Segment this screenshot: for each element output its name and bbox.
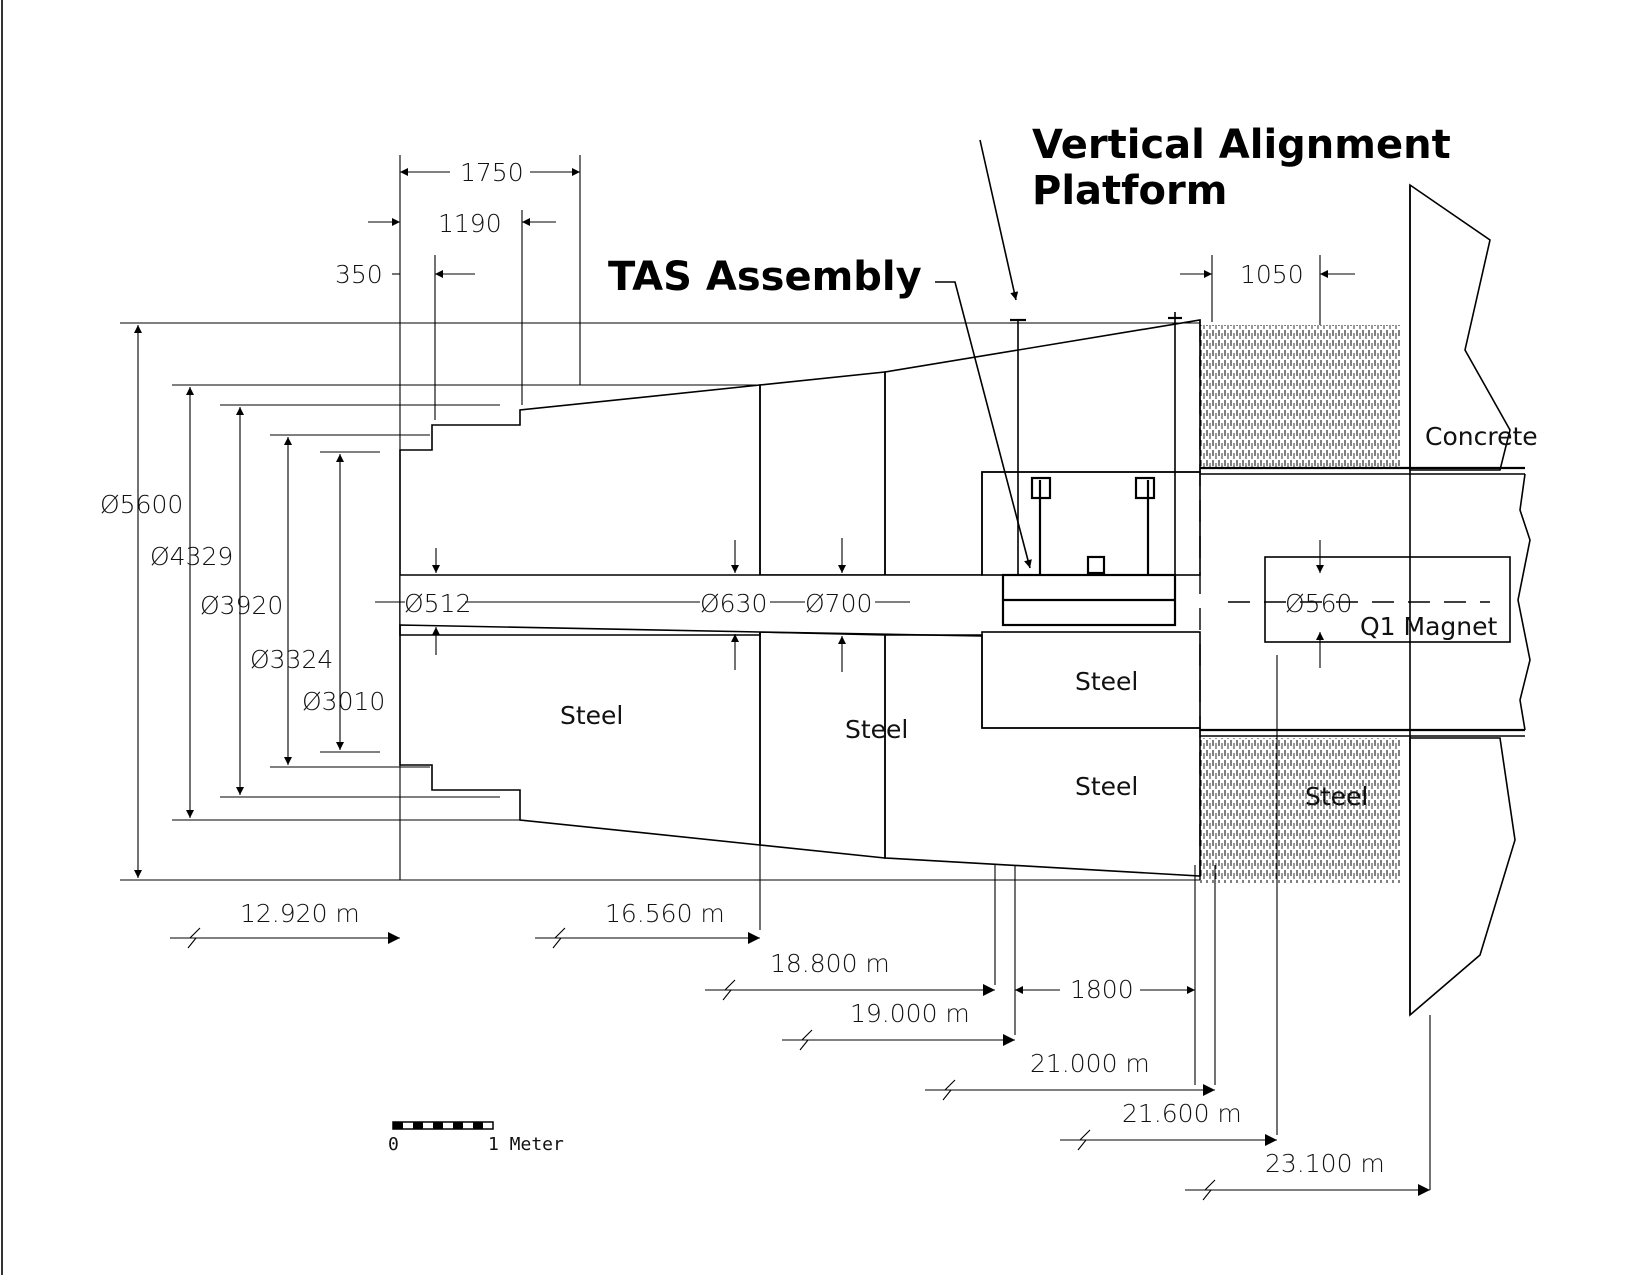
- pos-23100: 23.100 m: [1265, 1149, 1385, 1178]
- dim-1800: 1800: [1070, 975, 1134, 1004]
- dim-350: 350: [335, 260, 383, 289]
- dia-630: Ø630: [700, 589, 767, 618]
- dim-1190: 1190: [438, 209, 502, 238]
- scale-bar: [392, 1121, 494, 1130]
- pos-19000: 19.000 m: [850, 999, 970, 1028]
- dia-4329: Ø4329: [150, 542, 233, 571]
- pos-21600: 21.600 m: [1122, 1099, 1242, 1128]
- label-concrete: Concrete: [1425, 422, 1538, 451]
- label-steel-upstream: Steel: [560, 701, 623, 730]
- pos-21000: 21.000 m: [1030, 1049, 1150, 1078]
- steel-block-upstream-lower: [399, 624, 761, 846]
- dia-5600: Ø5600: [100, 490, 183, 519]
- q1-tunnel-lower-wall: [1200, 738, 1400, 883]
- dim-1750: 1750: [460, 158, 524, 187]
- label-steel-q1-wall: Steel: [1305, 782, 1368, 811]
- callout-tas-assembly: TAS Assembly: [608, 254, 922, 300]
- dia-700: Ø700: [805, 589, 872, 618]
- steel-block-upstream: [399, 384, 761, 636]
- steel-block-downstream-upper: [884, 319, 1201, 576]
- dim-1050: 1050: [1240, 260, 1304, 289]
- scale-meter-label: 1 Meter: [488, 1134, 564, 1155]
- dia-3010: Ø3010: [302, 687, 385, 716]
- label-q1-magnet: Q1 Magnet: [1360, 612, 1498, 641]
- label-steel-middle: Steel: [845, 715, 908, 744]
- q1-tunnel-upper-wall: [1200, 325, 1400, 470]
- concrete-wall-lower: [1409, 737, 1516, 1017]
- pos-16560: 16.560 m: [605, 899, 725, 928]
- dia-3324: Ø3324: [250, 645, 333, 674]
- callout-platform: Platform: [1032, 168, 1227, 214]
- steel-block-middle-lower: [759, 631, 886, 859]
- q1-magnet: [1264, 556, 1511, 643]
- scale-zero-label: 0: [388, 1134, 399, 1155]
- dia-3920: Ø3920: [200, 591, 283, 620]
- beam-bore: [400, 575, 982, 632]
- label-steel-lower: Steel: [1075, 772, 1138, 801]
- tas-dotted-upper: [981, 471, 1201, 576]
- pos-12920: 12.920 m: [240, 899, 360, 928]
- dia-512: Ø512: [404, 589, 471, 618]
- steel-block-middle: [759, 371, 886, 576]
- label-steel-tas: Steel: [1075, 667, 1138, 696]
- callout-vertical-alignment: Vertical Alignment: [1032, 122, 1451, 168]
- dia-560: Ø560: [1285, 589, 1352, 618]
- pos-18800: 18.800 m: [770, 949, 890, 978]
- steel-block-downstream-lower: [884, 634, 1201, 877]
